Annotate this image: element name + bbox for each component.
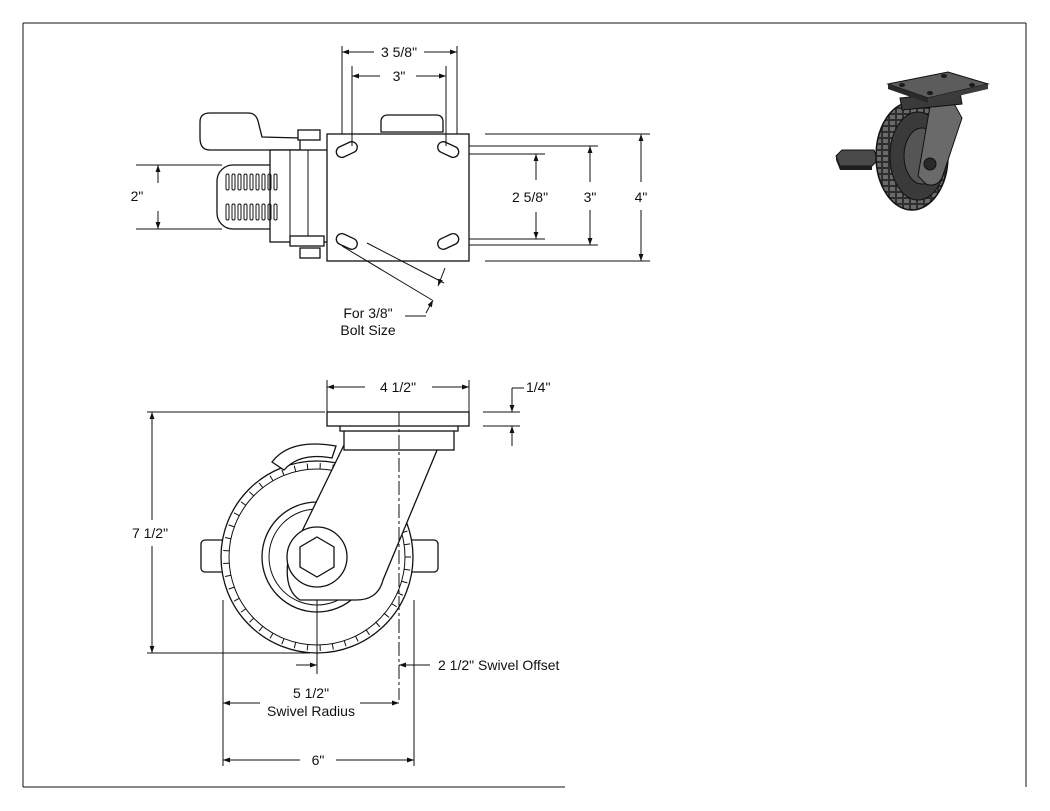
dim-wheel-diameter: 6" (223, 752, 414, 768)
dim-overall-height-label: 7 1/2" (132, 525, 168, 541)
dim-plate-length-label: 3 5/8" (381, 44, 417, 60)
iso-axle-nut (923, 157, 937, 171)
dim-hole-spacing-short: 2 5/8" (469, 153, 548, 240)
brake-pedal (199, 112, 301, 151)
side-top-plate (326, 411, 470, 427)
brake-pad (271, 443, 337, 471)
dim-plate-thickness-label: 1/4" (526, 379, 550, 395)
dim-plate-width-label: 4" (635, 189, 648, 205)
dim-wheel-diameter-label: 6" (312, 752, 325, 768)
wheel-top-view (216, 149, 329, 243)
top-view: 3 5/8" 3" 2" 2 5/8" (131, 44, 650, 338)
dim-plate-width-holes: 3" (469, 145, 598, 246)
dim-swivel-radius-value: 5 1/2" (293, 685, 329, 701)
dim-overall-height: 7 1/2" (132, 411, 325, 654)
dim-swivel-radius: 5 1/2" Swivel Radius (222, 600, 415, 766)
wheel-tread-slots (225, 173, 278, 221)
axle-nut (299, 536, 335, 578)
iso-bolt-holes (899, 74, 975, 95)
bolt-note-line1: For 3/8" (343, 305, 392, 321)
dim-top-plate-length: 4 1/2" (326, 379, 470, 412)
iso-brake-pedal (835, 149, 879, 167)
dim-hole-spacing-long: 3" (351, 66, 447, 146)
dim-hole-spacing-long-label: 3" (393, 68, 406, 84)
side-view: 4 1/2" 1/4" 7 1/2" 2 1/2" Swivel Offset (132, 379, 560, 768)
drawing-border (22, 22, 1027, 788)
dim-swivel-radius-label: Swivel Radius (267, 703, 355, 719)
dim-top-plate-length-label: 4 1/2" (380, 379, 416, 395)
dim-plate-width: 4" (485, 133, 650, 262)
bolt-size-leader: For 3/8" Bolt Size (340, 242, 446, 338)
dim-plate-thickness: 1/4" (483, 379, 550, 446)
dim-plate-width-holes-label: 3" (584, 189, 597, 205)
dim-wheel-width-label: 2" (131, 188, 144, 204)
axle-nut-top (297, 129, 321, 141)
dim-swivel-offset-label: 2 1/2" Swivel Offset (438, 657, 560, 673)
rear-tab (380, 114, 444, 133)
dim-plate-length: 3 5/8" (341, 44, 458, 134)
caster-isometric-illustration (835, 71, 990, 211)
dim-wheel-width: 2" (131, 164, 222, 230)
bolt-note-line2: Bolt Size (340, 322, 395, 338)
dim-hole-spacing-short-label: 2 5/8" (512, 189, 548, 205)
axle-nut-bottom (289, 235, 325, 247)
